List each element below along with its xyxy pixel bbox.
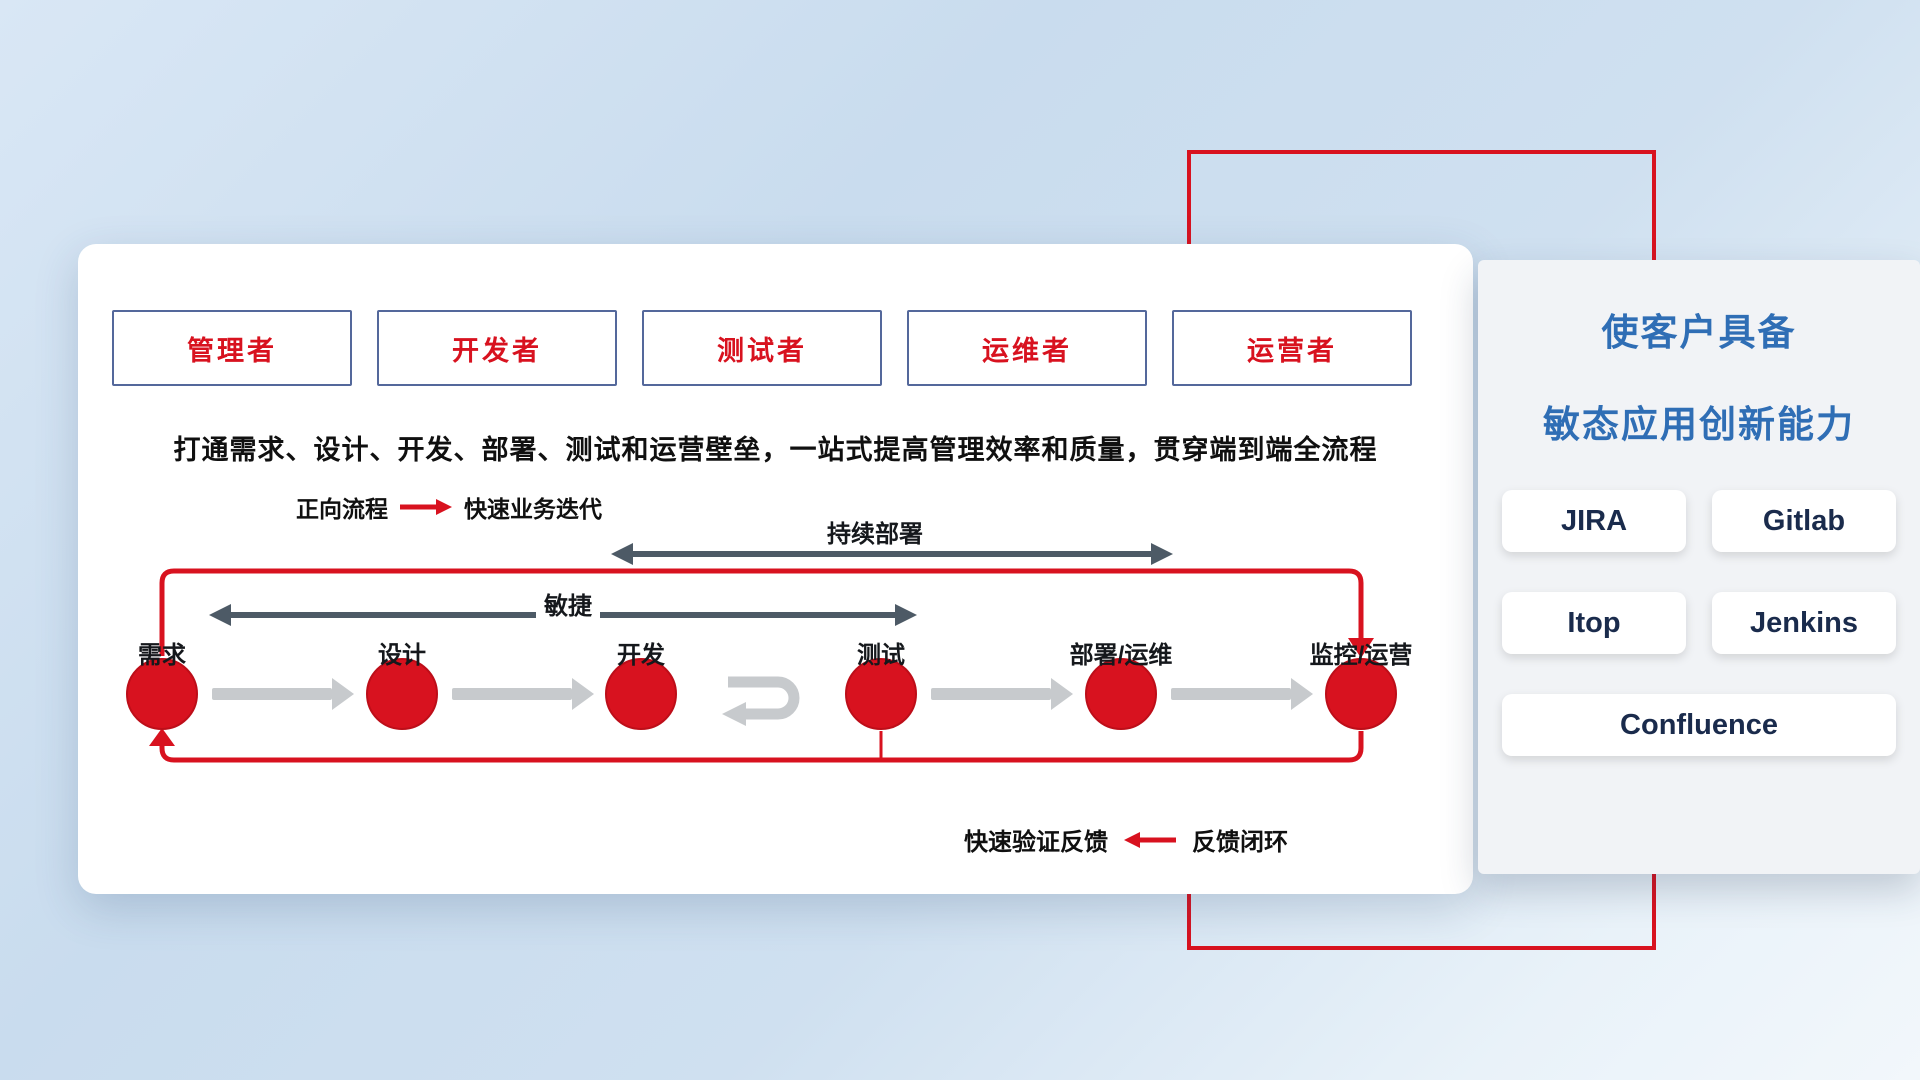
role-box-ops: 运维者 [907,310,1147,386]
tool-chip-jira: JIRA [1502,490,1686,552]
role-label: 运营者 [1247,335,1337,366]
stage-circle-design [366,658,438,730]
stage-label-monitor: 监控/运营 [1309,642,1413,669]
stage-label-development: 开发 [617,642,665,669]
role-label: 测试者 [717,335,807,366]
stage-circle-requirements [126,658,198,730]
step-arrows [212,678,1313,710]
stage-label-testing: 测试 [857,642,905,669]
stage-circle-development [605,658,677,730]
role-label: 运维者 [982,335,1072,366]
role-label: 管理者 [187,335,277,366]
stage-circle-testing [845,658,917,730]
legend-feedback-desc: 快速验证反馈 [964,829,1108,856]
legend-feedback: 快速验证反馈 反馈闭环 [964,822,1288,857]
legend-forward: 正向流程 快速业务迭代 [296,490,602,524]
left-arrow-icon [1124,831,1176,848]
tool-chip-itop: Itop [1502,592,1686,654]
role-box-operator: 运营者 [1172,310,1412,386]
continuous-deploy-label: 持续部署 [819,514,931,549]
tools-grid: JIRA Gitlab Itop Jenkins Confluence [1502,490,1896,756]
stage-label-deploy-ops: 部署/运维 [1069,642,1173,669]
role-box-developer: 开发者 [377,310,617,386]
iterate-uturn-icon [722,676,800,726]
stage-label-design: 设计 [378,642,426,669]
agile-label: 敏捷 [536,586,600,621]
role-box-manager: 管理者 [112,310,352,386]
roles-row: 管理者 开发者 测试者 运维者 运营者 [112,310,1412,386]
forward-loop-line [159,568,1374,658]
stage-circles [126,658,1397,730]
tool-chip-confluence: Confluence [1502,694,1896,756]
role-box-tester: 测试者 [642,310,882,386]
tool-chip-jenkins: Jenkins [1712,592,1896,654]
stage-label-requirements: 需求 [138,642,186,669]
headline-text: 打通需求、设计、开发、部署、测试和运营壁垒，一站式提高管理效率和质量，贯穿端到端… [173,435,1378,465]
stage-circle-monitor [1325,658,1397,730]
flow-diagram [126,543,1397,763]
panel-title-line1: 使客户具备 [1601,312,1797,353]
feedback-loop-line [149,728,1364,763]
tool-chip-gitlab: Gitlab [1712,490,1896,552]
capability-panel: 使客户具备 敏态应用创新能力 JIRA Gitlab Itop Jenkins … [1478,260,1920,874]
devops-flow-card: 管理者 开发者 测试者 运维者 运营者 打通需求、设计、开发、部署、测试和运营壁… [78,244,1473,894]
legend-feedback-label: 反馈闭环 [1192,829,1288,856]
legend-forward-desc: 快速业务迭代 [464,496,602,522]
panel-title-line2: 敏态应用创新能力 [1543,404,1855,445]
continuous-deploy-arrow [611,543,1173,565]
role-label: 开发者 [452,335,542,366]
right-arrow-icon [400,499,452,515]
legend-forward-label: 正向流程 [296,496,388,522]
stage-circle-deploy-ops [1085,658,1157,730]
